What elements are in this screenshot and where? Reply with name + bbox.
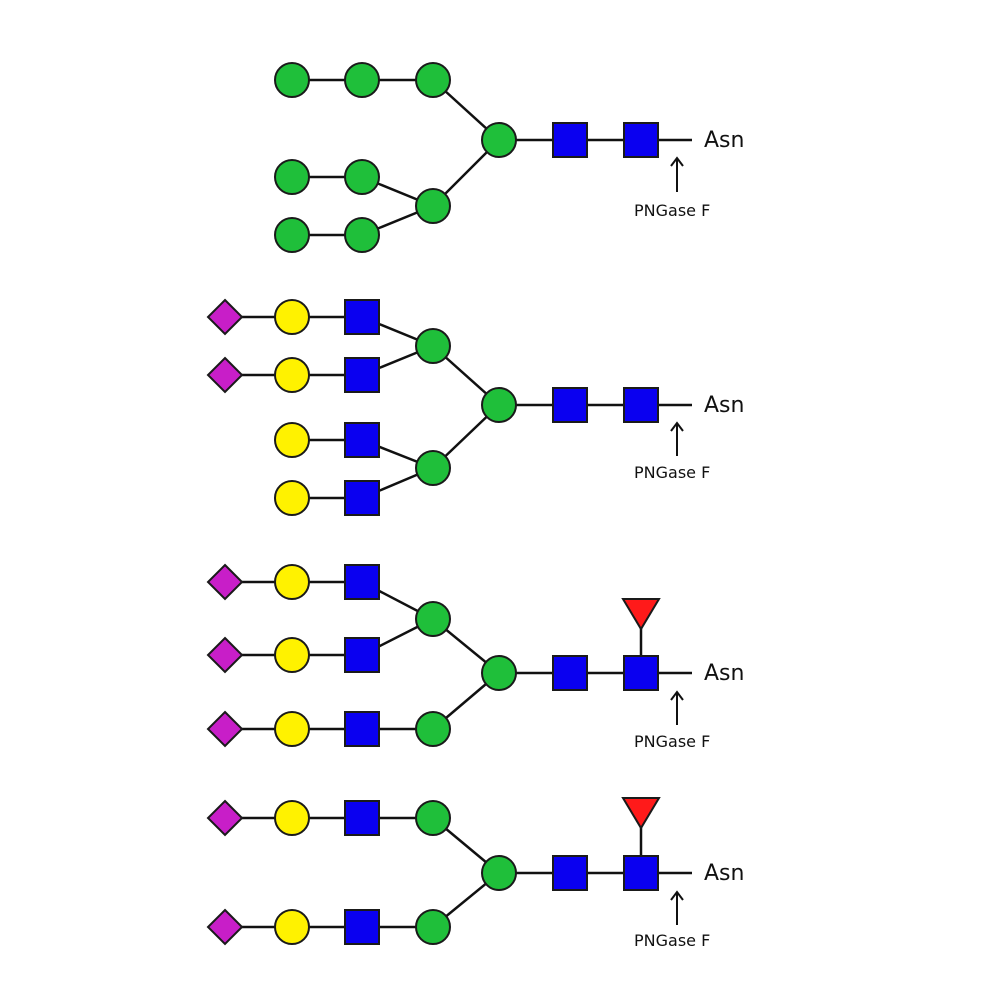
mannose-circle (274, 217, 310, 253)
glcnac-square (344, 299, 380, 335)
arrow-head (670, 890, 684, 901)
mannose-circle (415, 601, 451, 637)
galactose-circle (274, 480, 310, 516)
mannose-circle (415, 188, 451, 224)
galactose-circle (274, 299, 310, 335)
arrow-head (670, 690, 684, 701)
sialic-acid-diamond (206, 908, 244, 946)
fucose-triangle (621, 797, 661, 830)
glcnac-square (623, 855, 659, 891)
mannose-circle (274, 62, 310, 98)
mannose-circle (344, 62, 380, 98)
glcnac-square (552, 855, 588, 891)
galactose-circle (274, 909, 310, 945)
glcnac-square (344, 909, 380, 945)
mannose-circle (415, 450, 451, 486)
glcnac-square (623, 655, 659, 691)
mannose-circle (481, 122, 517, 158)
glcnac-square (344, 422, 380, 458)
labels-layer: Asn PNGase F Asn PNGase F Asn PNGase F A… (634, 128, 744, 950)
mannose-circle (415, 711, 451, 747)
cleavage-arrows-layer (670, 156, 684, 925)
glcnac-square (344, 564, 380, 600)
mannose-circle (415, 62, 451, 98)
mannose-circle (481, 387, 517, 423)
mannose-circle (344, 217, 380, 253)
glcnac-square (623, 387, 659, 423)
asn-label-1: Asn (704, 128, 744, 153)
glcnac-square (344, 357, 380, 393)
galactose-circle (274, 800, 310, 836)
glcnac-square (344, 711, 380, 747)
glcnac-square (552, 122, 588, 158)
residues-layer (206, 62, 661, 946)
asn-label-3: Asn (704, 661, 744, 686)
mannose-circle (415, 800, 451, 836)
pngase-label-4: PNGase F (634, 931, 710, 950)
pngase-label-3: PNGase F (634, 732, 710, 751)
arrow-head (670, 421, 684, 432)
sialic-acid-diamond (206, 636, 244, 674)
galactose-circle (274, 637, 310, 673)
pngase-label-1: PNGase F (634, 201, 710, 220)
sialic-acid-diamond (206, 799, 244, 837)
galactose-circle (274, 711, 310, 747)
glcnac-square (344, 480, 380, 516)
mannose-circle (481, 855, 517, 891)
mannose-circle (274, 159, 310, 195)
sialic-acid-diamond (206, 298, 244, 336)
galactose-circle (274, 422, 310, 458)
glcnac-square (623, 122, 659, 158)
glcnac-square (552, 387, 588, 423)
mannose-circle (415, 909, 451, 945)
glcnac-square (344, 800, 380, 836)
fucose-triangle (621, 598, 661, 631)
sialic-acid-diamond (206, 563, 244, 601)
sialic-acid-diamond (206, 356, 244, 394)
asn-label-2: Asn (704, 393, 744, 418)
mannose-circle (415, 328, 451, 364)
galactose-circle (274, 357, 310, 393)
pngase-label-2: PNGase F (634, 463, 710, 482)
arrow-head (670, 156, 684, 167)
mannose-circle (344, 159, 380, 195)
glcnac-square (344, 637, 380, 673)
galactose-circle (274, 564, 310, 600)
glcnac-square (552, 655, 588, 691)
asn-label-4: Asn (704, 861, 744, 886)
mannose-circle (481, 655, 517, 691)
sialic-acid-diamond (206, 710, 244, 748)
